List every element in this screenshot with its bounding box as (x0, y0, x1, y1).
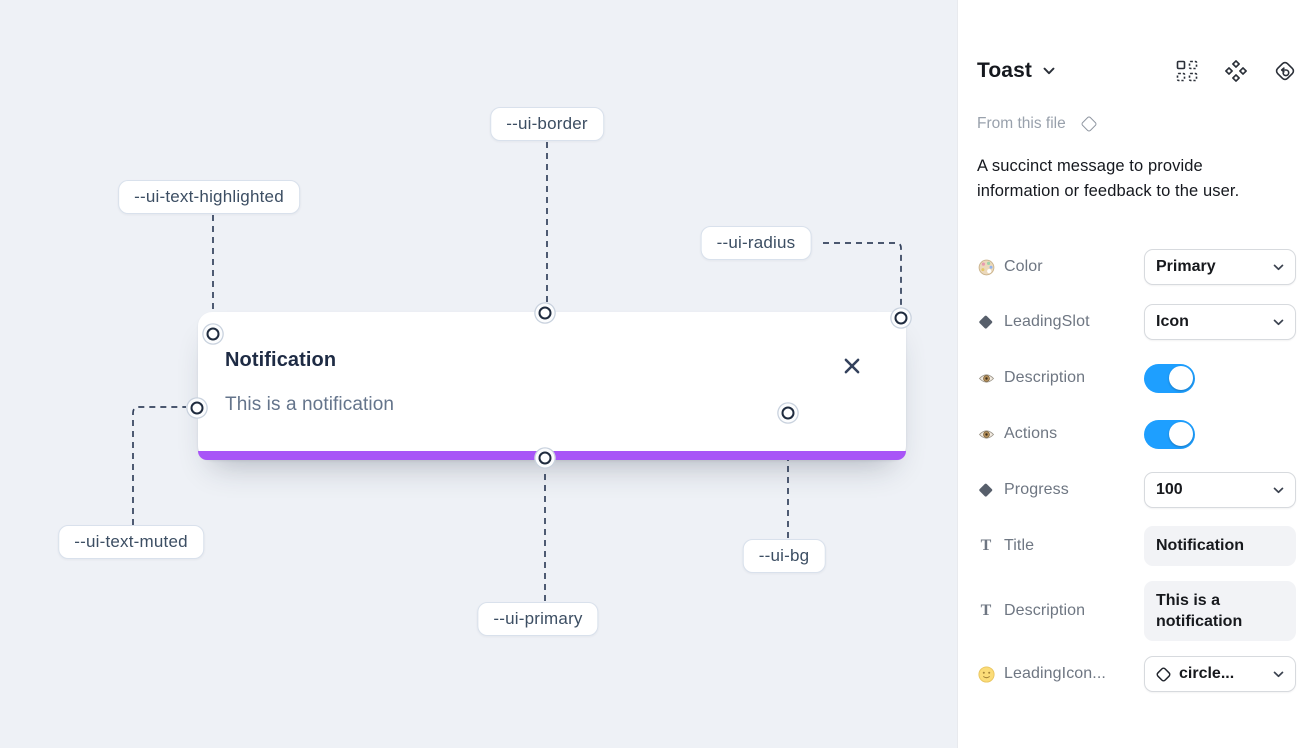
connector-dot-border (538, 306, 552, 320)
description-toggle[interactable] (1144, 363, 1195, 393)
prop-label-title: Title (1004, 537, 1035, 554)
panel-header: Toast (977, 56, 1296, 86)
leadingicon-select-value: circle... (1179, 665, 1235, 682)
annotation-pill-ui-border: --ui-border (490, 107, 604, 141)
leadingslot-select[interactable]: Icon (1144, 304, 1296, 340)
progress-select[interactable]: 100 (1144, 472, 1296, 508)
diamond-icon (977, 483, 995, 497)
prop-row-progress: Progress 100 (977, 472, 1296, 508)
toast-progress-bar (198, 451, 906, 460)
chevron-down-icon (1273, 671, 1284, 677)
component-name: Toast (977, 59, 1032, 82)
chevron-down-icon (1043, 67, 1055, 75)
chevron-down-icon (1273, 264, 1284, 270)
source-label: From this file (977, 115, 1066, 132)
source-row: From this file (977, 115, 1098, 133)
component-selector[interactable]: Toast (977, 59, 1055, 83)
annotation-pill-ui-text-muted: --ui-text-muted (58, 525, 204, 559)
actions-toggle[interactable] (1144, 419, 1195, 449)
prop-label-leadingslot: LeadingSlot (1004, 313, 1090, 330)
component-icon[interactable] (1225, 60, 1247, 82)
instance-diamond-icon (1156, 667, 1171, 681)
connector-dot-radius (894, 311, 908, 325)
eye-icon (977, 428, 995, 441)
leadingicon-select[interactable]: circle... (1144, 656, 1296, 692)
color-select-value: Primary (1156, 258, 1216, 275)
leadingslot-select-value: Icon (1156, 313, 1189, 330)
text-type-icon: T (980, 537, 992, 554)
file-diamond-icon (1080, 115, 1098, 133)
eye-icon (977, 372, 995, 385)
prop-row-description-text: T Description This is a notification (977, 576, 1296, 646)
connector-dot-bg (781, 406, 795, 420)
chevron-down-icon (1273, 319, 1284, 325)
swap-instance-icon[interactable] (1274, 60, 1296, 82)
prop-label-description-text: Description (1004, 602, 1086, 619)
prop-row-leadingicon: LeadingIcon... circle... (977, 655, 1296, 693)
annotation-pill-ui-radius: --ui-radius (700, 226, 812, 260)
prop-label-actions: Actions (1004, 425, 1058, 442)
color-select[interactable]: Primary (1144, 249, 1296, 285)
design-canvas: Notification This is a notification --ui… (0, 0, 957, 748)
prop-label-description: Description (1004, 369, 1086, 386)
prop-label-leadingicon: LeadingIcon... (1004, 665, 1106, 682)
annotation-dashed-lines (132, 142, 902, 601)
palette-icon (977, 259, 995, 276)
toast-title: Notification (225, 349, 337, 371)
chevron-down-icon (1273, 487, 1284, 493)
text-type-icon: T (980, 602, 992, 619)
prop-row-leadingslot: LeadingSlot Icon (977, 304, 1296, 340)
annotation-pill-ui-text-highlighted: --ui-text-highlighted (118, 180, 300, 214)
smiley-icon (977, 665, 995, 683)
connector-dot-text-muted (190, 401, 204, 415)
close-icon[interactable] (842, 356, 862, 376)
prop-row-title: T Title Notification (977, 526, 1296, 566)
toast-description: This is a notification (225, 394, 395, 415)
prop-row-actions-toggle: Actions (977, 416, 1296, 452)
prop-label-progress: Progress (1004, 481, 1069, 498)
connector-dot-primary (538, 451, 552, 465)
prop-label-color: Color (1004, 258, 1043, 275)
title-input[interactable]: Notification (1144, 526, 1296, 566)
diamond-icon (977, 315, 995, 329)
annotation-pill-ui-primary: --ui-primary (477, 602, 599, 636)
variants-grid-icon[interactable] (1176, 60, 1198, 82)
toast-component-preview: Notification This is a notification (198, 312, 906, 460)
connector-dot-text-highlighted (206, 327, 220, 341)
properties-panel: Toast (957, 0, 1312, 748)
annotation-pill-ui-bg: --ui-bg (742, 539, 826, 573)
description-input[interactable]: This is a notification (1144, 580, 1296, 642)
progress-select-value: 100 (1156, 481, 1183, 498)
prop-row-description-toggle: Description (977, 360, 1296, 396)
prop-row-color: Color Primary (977, 249, 1296, 285)
component-description: A succinct message to provide informatio… (977, 157, 1240, 200)
